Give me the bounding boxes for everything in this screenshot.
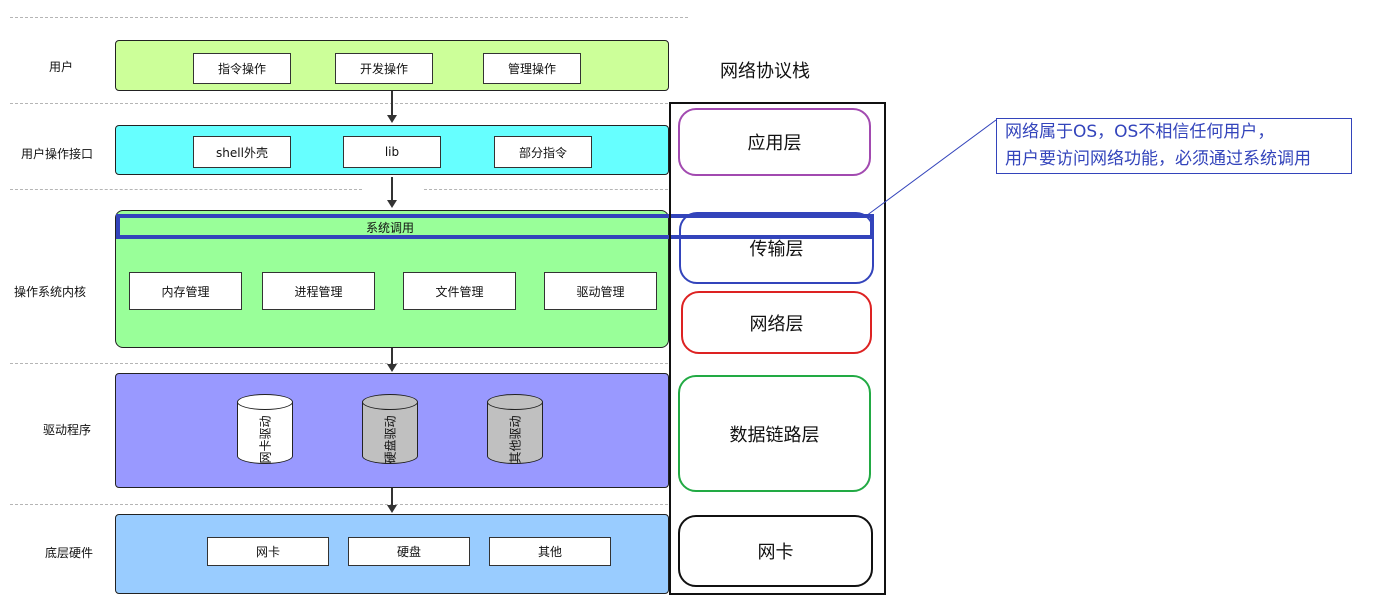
separator-top <box>10 17 688 18</box>
separator-4 <box>10 504 668 505</box>
protocol-stack-frame <box>669 102 886 595</box>
datalink-layer-pill: 数据链路层 <box>678 375 871 492</box>
syscall-label: 系统调用 <box>365 221 414 235</box>
layer-label-driver: 驱动程序 <box>42 423 91 437</box>
app-layer-pill: 应用层 <box>678 108 871 176</box>
nic-layer-pill: 网卡 <box>678 515 873 587</box>
disk-driver-cylinder: 硬盘驱动 <box>362 392 418 472</box>
transport-layer-pill: 传输层 <box>679 212 874 284</box>
layer-label-user: 用户 <box>48 60 73 74</box>
user-item-manage: 管理操作 <box>483 53 581 84</box>
layer-label-kernel: 操作系统内核 <box>13 285 86 299</box>
kernel-item-memory: 内存管理 <box>129 272 242 310</box>
interface-item-commands: 部分指令 <box>494 136 592 168</box>
layer-label-interface: 用户操作接口 <box>20 147 93 161</box>
hardware-item-other: 其他 <box>489 537 611 566</box>
separator-2a <box>10 189 362 190</box>
kernel-item-driver: 驱动管理 <box>544 272 657 310</box>
kernel-item-file: 文件管理 <box>403 272 516 310</box>
annotation-line-1: 网络属于OS，OS不相信任何用户， <box>1005 122 1275 142</box>
user-item-command: 指令操作 <box>193 53 291 84</box>
other-driver-cylinder: 其他驱动 <box>487 392 543 472</box>
user-item-develop: 开发操作 <box>335 53 433 84</box>
layer-label-hardware: 底层硬件 <box>44 546 93 560</box>
separator-1 <box>10 103 668 104</box>
hardware-item-disk: 硬盘 <box>348 537 470 566</box>
hardware-item-nic: 网卡 <box>207 537 329 566</box>
interface-item-lib: lib <box>343 136 441 168</box>
separator-3 <box>10 363 668 364</box>
protocol-stack-title: 网络协议栈 <box>720 61 810 82</box>
interface-item-shell: shell外壳 <box>193 136 291 168</box>
arrow-user-to-interface <box>387 91 397 123</box>
network-layer-pill: 网络层 <box>681 291 872 354</box>
kernel-item-process: 进程管理 <box>262 272 375 310</box>
arrow-kernel-to-driver <box>387 348 397 372</box>
nic-driver-cylinder: 网卡驱动 <box>237 392 293 472</box>
arrow-interface-to-kernel <box>387 177 397 208</box>
arrow-driver-to-hardware <box>387 488 397 513</box>
separator-2b <box>424 189 668 190</box>
annotation-callout: 网络属于OS，OS不相信任何用户， 用户要访问网络功能，必须通过系统调用 <box>996 118 1352 174</box>
annotation-line-2: 用户要访问网络功能，必须通过系统调用 <box>1005 149 1311 169</box>
